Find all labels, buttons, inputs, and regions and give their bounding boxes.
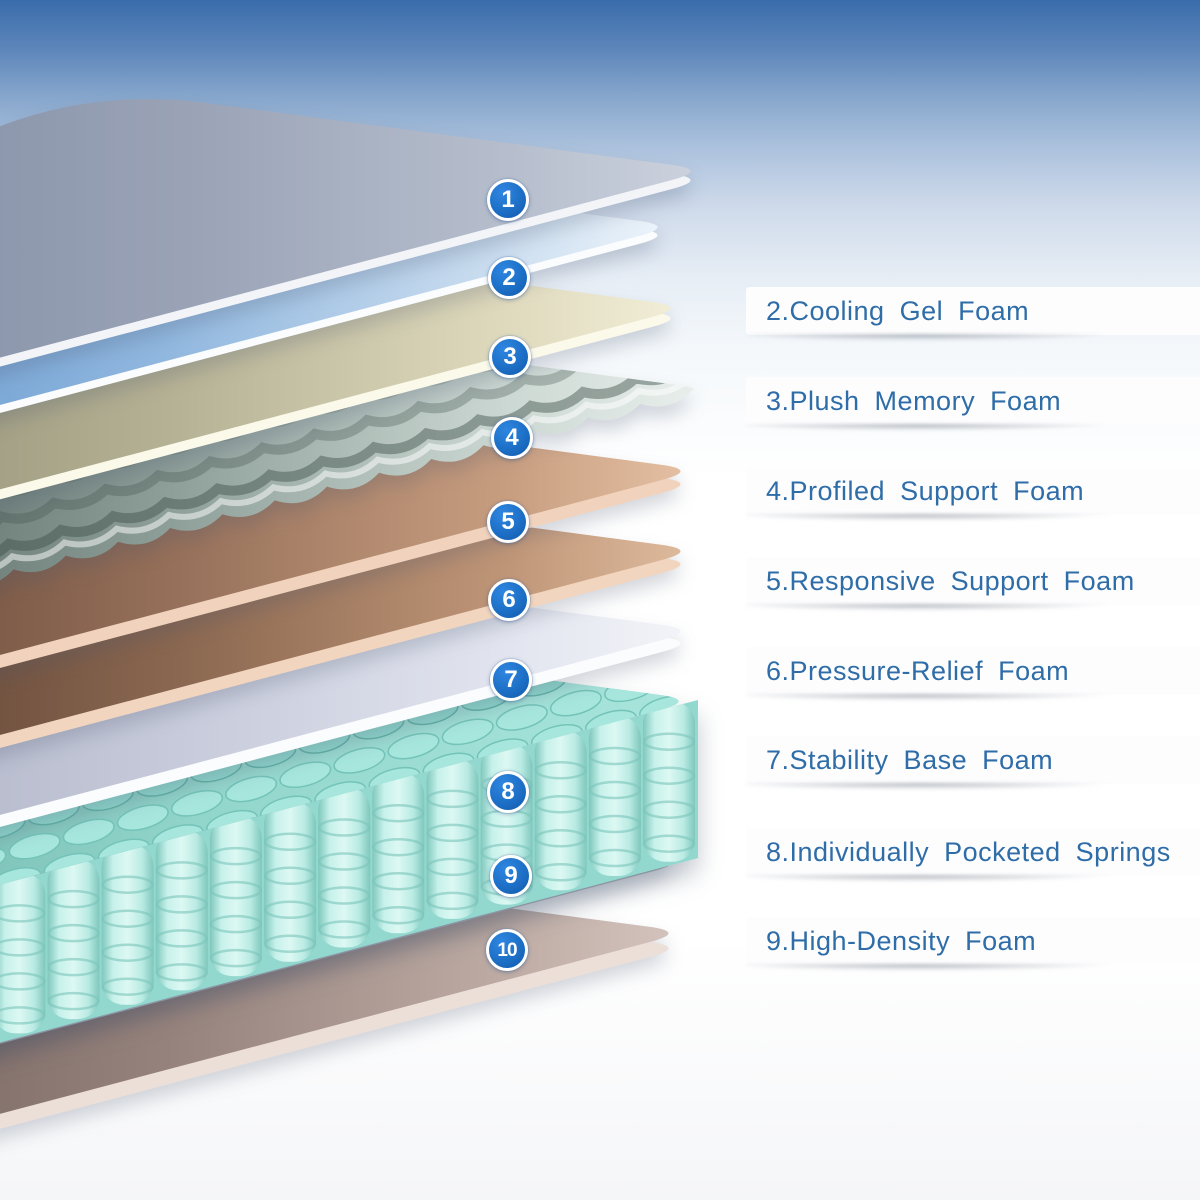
layer-label: 5.Responsive Support Foam: [746, 557, 1200, 605]
layer-marker-10: 10: [486, 929, 528, 971]
marker-number: 7: [504, 666, 518, 693]
layer-marker-3: 3: [489, 336, 531, 378]
layer-marker-2: 2: [488, 257, 530, 299]
layer-marker-6: 6: [488, 579, 530, 621]
label-row-plush-memory-foam: 3.Plush Memory Foam: [746, 377, 1200, 433]
marker-number: 2: [502, 264, 516, 291]
label-shadow: [746, 604, 1200, 613]
label-shadow: [746, 875, 1200, 884]
layer-label: 6.Pressure-Relief Foam: [746, 647, 1200, 695]
layer-marker-4: 4: [491, 417, 533, 459]
label-shadow: [746, 334, 1200, 343]
layer-label: 9.High-Density Foam: [746, 917, 1200, 965]
label-row-pressure-relief-foam: 6.Pressure-Relief Foam: [746, 647, 1200, 703]
marker-number: 8: [501, 778, 515, 805]
marker-number: 10: [497, 939, 517, 961]
label-shadow: [746, 964, 1200, 973]
layer-marker-8: 8: [487, 771, 529, 813]
layer-marker-1: 1: [487, 179, 529, 221]
layer-label: 8.Individually Pocketed Springs: [746, 828, 1200, 876]
marker-number: 9: [504, 862, 518, 889]
marker-number: 6: [502, 586, 516, 613]
layer-marker-9: 9: [490, 855, 532, 897]
marker-number: 1: [501, 186, 515, 213]
label-shadow: [746, 783, 1200, 792]
label-shadow: [746, 514, 1200, 523]
layer-label: 2.Cooling Gel Foam: [746, 287, 1200, 335]
marker-number: 5: [501, 508, 515, 535]
label-row-pocketed-springs: 8.Individually Pocketed Springs: [746, 828, 1200, 884]
marker-number: 4: [505, 424, 519, 451]
label-row-responsive-support-foam: 5.Responsive Support Foam: [746, 557, 1200, 613]
layer-label: 4.Profiled Support Foam: [746, 467, 1200, 515]
marker-number: 3: [503, 343, 517, 370]
label-row-cooling-gel-foam: 2.Cooling Gel Foam: [746, 287, 1200, 343]
label-row-high-density-foam: 9.High-Density Foam: [746, 917, 1200, 973]
label-row-profiled-support-foam: 4.Profiled Support Foam: [746, 467, 1200, 523]
layer-marker-7: 7: [490, 659, 532, 701]
layer-marker-5: 5: [487, 501, 529, 543]
label-shadow: [746, 694, 1200, 703]
label-shadow: [746, 424, 1200, 433]
layer-label: 3.Plush Memory Foam: [746, 377, 1200, 425]
label-row-stability-base-foam: 7.Stability Base Foam: [746, 736, 1200, 792]
layer-label: 7.Stability Base Foam: [746, 736, 1200, 784]
